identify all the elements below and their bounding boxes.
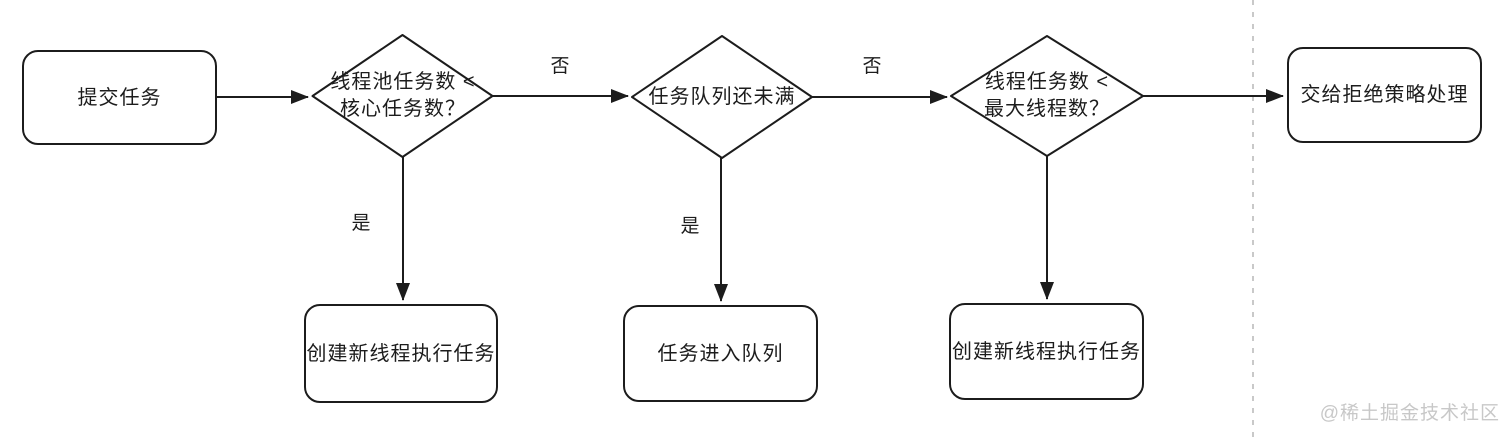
decision-max-label-line1: 线程任务数 < xyxy=(984,71,1110,93)
edge-label-yes-1: 是 xyxy=(351,213,371,234)
create-thread-max-label: 创建新线程执行任务 xyxy=(952,340,1141,363)
edge-label-no-2: 否 xyxy=(862,56,882,77)
edge-label-no-1: 否 xyxy=(550,56,570,77)
edge-label-yes-2: 是 xyxy=(680,216,700,237)
decision-queue-label-line1: 任务队列还未满 xyxy=(648,85,796,108)
reject-policy-node: 交给拒绝策略处理 xyxy=(1287,47,1482,143)
juejin-watermark: @稀土掘金技术社区 xyxy=(1319,403,1500,424)
create-thread-core-label: 创建新线程执行任务 xyxy=(306,342,496,365)
decision-core-diamond xyxy=(311,34,494,158)
enqueue-task-label: 任务进入队列 xyxy=(657,342,784,365)
create-thread-max-node: 创建新线程执行任务 xyxy=(949,303,1144,400)
decision-queue-diamond xyxy=(631,35,813,159)
decision-max-label-line2: 最大线程数？ xyxy=(984,98,1110,120)
decision-core-label-line1: 线程池任务数 < xyxy=(330,71,476,93)
create-thread-core-node: 创建新线程执行任务 xyxy=(304,304,498,403)
decision-max-label: 线程任务数 < 最大线程数？ xyxy=(951,36,1143,156)
decision-core-label: 线程池任务数 < 核心任务数？ xyxy=(313,36,493,156)
enqueue-task-node: 任务进入队列 xyxy=(623,305,818,402)
decision-queue-label: 任务队列还未满 xyxy=(632,37,812,157)
start-node-label: 提交任务 xyxy=(77,86,162,109)
start-node-submit-task: 提交任务 xyxy=(22,50,217,145)
decision-core-label-line2: 核心任务数？ xyxy=(340,98,466,120)
reject-policy-label: 交给拒绝策略处理 xyxy=(1300,84,1469,106)
decision-max-diamond xyxy=(950,35,1144,157)
